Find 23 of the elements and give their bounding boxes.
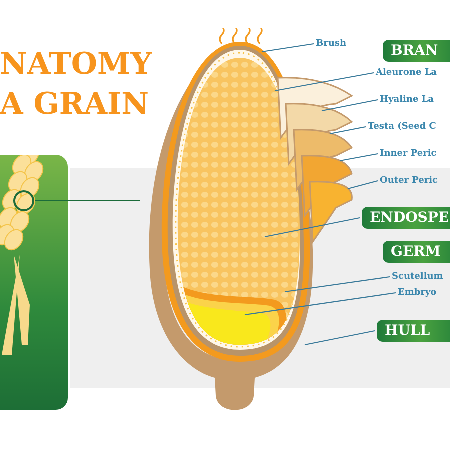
leader-line <box>274 72 374 92</box>
section-heading-tab: HULL <box>377 320 450 342</box>
leader-line <box>304 330 376 346</box>
part-label: Brush <box>316 38 347 50</box>
part-label: Outer Peric <box>380 175 438 187</box>
section-heading-tab: GERM <box>383 241 450 263</box>
part-label: Testa (Seed C <box>368 121 436 133</box>
section-heading-tab: BRAN <box>383 40 450 62</box>
wheat-panel <box>0 155 68 410</box>
leader-line <box>284 276 390 293</box>
part-label: Embryo <box>398 287 437 299</box>
section-heading-tab: ENDOSPE <box>362 207 450 229</box>
leader-line <box>244 292 396 316</box>
leader-line <box>262 43 314 53</box>
part-label: Scutellum <box>392 271 444 283</box>
part-label: Inner Peric <box>380 148 437 160</box>
part-label: Hyaline La <box>380 94 434 106</box>
highlight-circle <box>13 190 35 212</box>
leader-line <box>264 217 360 238</box>
leader-line <box>348 180 378 190</box>
part-label: Aleurone La <box>376 67 437 79</box>
connector-line <box>35 200 140 202</box>
title: NATOMY A GRAIN <box>0 46 150 124</box>
